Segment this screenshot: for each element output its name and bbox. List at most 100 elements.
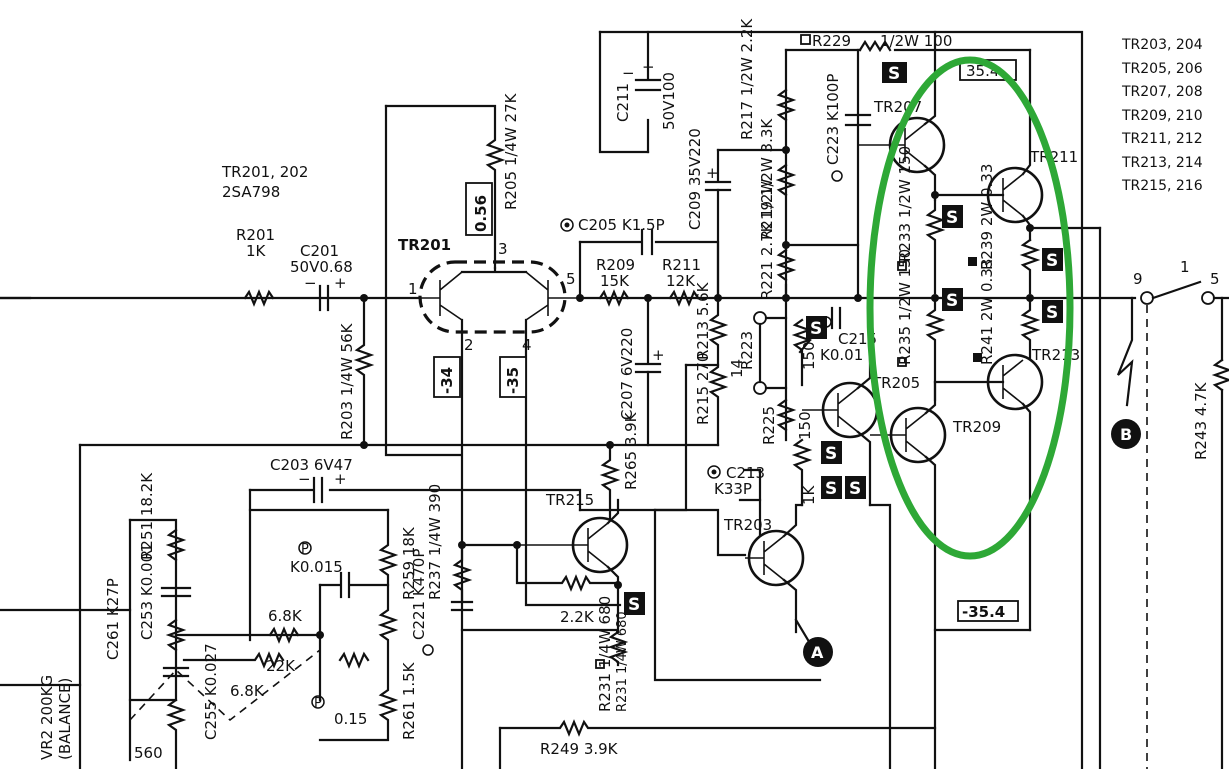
r209-value: 15K: [600, 272, 630, 290]
c207-label: C207 6V220: [618, 328, 636, 420]
tr211-label: TR211: [1029, 148, 1078, 166]
r223-value: 150: [800, 341, 818, 370]
tr205-label: TR205: [871, 374, 920, 392]
svg-text:9: 9: [1133, 270, 1143, 288]
svg-text:S: S: [825, 479, 837, 499]
r229-label: R229: [812, 32, 851, 50]
svg-text:−: −: [622, 64, 635, 82]
transistor-list: TR203, 204 TR205, 206 TR207, 208 TR209, …: [1122, 34, 1229, 199]
r235-label: R235 1/2W 150: [896, 249, 914, 365]
voltage-minus-34: -34: [438, 367, 456, 394]
c253-label: C253 K0.001: [138, 543, 156, 640]
svg-text:S: S: [810, 319, 822, 339]
r211-value: 12K: [666, 272, 696, 290]
tr209-label: TR209: [952, 418, 1001, 436]
svg-text:−: −: [304, 274, 317, 292]
c215-value: K0.01: [820, 346, 863, 364]
r201-value: 1K: [246, 242, 267, 260]
r229-mark: [800, 34, 811, 45]
svg-text:3: 3: [498, 240, 508, 258]
r243-label: R243 4.7K: [1192, 381, 1210, 460]
r211-label: R211: [662, 256, 701, 274]
transistor-list-item: TR213, 214: [1122, 154, 1203, 171]
tr201-envelope: [418, 260, 567, 334]
r259-label: R259 18K: [400, 526, 418, 600]
voltage-minus-35-4: -35.4: [962, 603, 1005, 621]
svg-text:S: S: [946, 291, 958, 311]
c211-value: 50V100: [660, 72, 678, 130]
r213-label: R213 5.6K: [694, 281, 712, 360]
tr203-label: TR203: [723, 516, 772, 534]
pair-note-line2: 2SA798: [222, 183, 280, 201]
svg-text:P: P: [314, 696, 322, 711]
c201-value: 50V0.68: [290, 258, 353, 276]
r237-label: R237 1/4W 390: [426, 484, 444, 600]
tr215-label: TR215: [545, 491, 594, 509]
svg-text:−: −: [298, 470, 311, 488]
r263-value: 22K: [266, 657, 296, 675]
voltage-35-4-top: 35.4: [966, 62, 999, 80]
r215-label: R215 270: [694, 353, 712, 425]
c259-value: 0.15: [334, 710, 367, 728]
c261-label: C261 K27P: [104, 578, 122, 660]
svg-text:1: 1: [1180, 258, 1190, 276]
r255-value: 6.8K: [230, 682, 265, 700]
c203-label: C203 6V47: [270, 456, 353, 474]
r253-value: 560: [134, 744, 163, 762]
r251-label: R251 18.2K: [138, 472, 156, 560]
transistor-list-item: TR211, 212: [1122, 131, 1203, 147]
svg-text:5: 5: [566, 270, 576, 288]
svg-text:S: S: [825, 444, 837, 464]
svg-text:2: 2: [464, 336, 474, 354]
svg-text:S: S: [849, 479, 861, 499]
c257-value: K0.015: [290, 558, 343, 576]
callout-b: B: [1120, 425, 1132, 444]
top-bus-wire: [598, 30, 1084, 769]
svg-text:S: S: [628, 595, 640, 615]
r225-label: R225: [760, 406, 778, 445]
r241-label: R241 2W 0.33: [978, 259, 996, 365]
r205-label: R205 1/4W 27K: [502, 92, 520, 210]
c211-label: C211: [614, 83, 632, 122]
r203-label: R203 1/4W 56K: [338, 322, 356, 440]
tr213-label: TR213: [1031, 346, 1080, 364]
voltage-0-56: 0.56: [472, 195, 490, 232]
r257-value: 6.8K: [268, 607, 303, 625]
c213-value: K33P: [714, 480, 752, 498]
r239-label: R239 2W 0.33: [978, 164, 996, 270]
r217-label: R217 1/2W 2.2K: [738, 18, 756, 140]
r233-label: R233 1/2W 150: [896, 146, 914, 262]
svg-text:1: 1: [408, 280, 418, 298]
r207-value: 2.2K: [560, 608, 595, 626]
c201-label: C201: [300, 242, 339, 260]
vr2-label: VR2 200KG: [38, 675, 56, 760]
r231-label: R231 1/4W 680: [596, 596, 614, 712]
svg-text:+: +: [642, 58, 655, 76]
r229-value: 1/2W 100: [880, 32, 952, 50]
svg-text:S: S: [888, 64, 900, 84]
r227-value: 1K: [800, 484, 818, 505]
tr207-label: TR207: [873, 98, 922, 116]
r223-label: R223: [738, 331, 756, 370]
c213-label: C213: [726, 464, 765, 482]
r209-label: R209: [596, 256, 635, 274]
tr201-label: TR201: [398, 236, 451, 254]
r249-label: R249 3.9K: [540, 740, 619, 758]
svg-text:S: S: [946, 208, 958, 228]
transistor-list-item: TR205, 206: [1122, 60, 1203, 77]
transistor-list-item: TR203, 204: [1122, 37, 1203, 53]
c209-label: C209 35V220: [686, 128, 704, 230]
svg-text:5: 5: [1210, 270, 1220, 288]
transistor-list-item: TR215, 216: [1122, 178, 1203, 194]
voltage-minus-35: -35: [504, 367, 522, 394]
svg-text:S: S: [1046, 303, 1058, 323]
c221-label: C221 K470P: [410, 549, 428, 640]
svg-text:+: +: [706, 164, 719, 182]
c223-label: C223 K100P: [824, 74, 842, 165]
svg-text:+: +: [652, 346, 665, 364]
callout-a: A: [811, 643, 824, 662]
vr2-sub: (BALANCE): [56, 678, 74, 760]
svg-text:R231 1/4W 680: R231 1/4W 680: [615, 611, 630, 712]
svg-text:4: 4: [522, 336, 532, 354]
r201-label: R201: [236, 226, 275, 244]
